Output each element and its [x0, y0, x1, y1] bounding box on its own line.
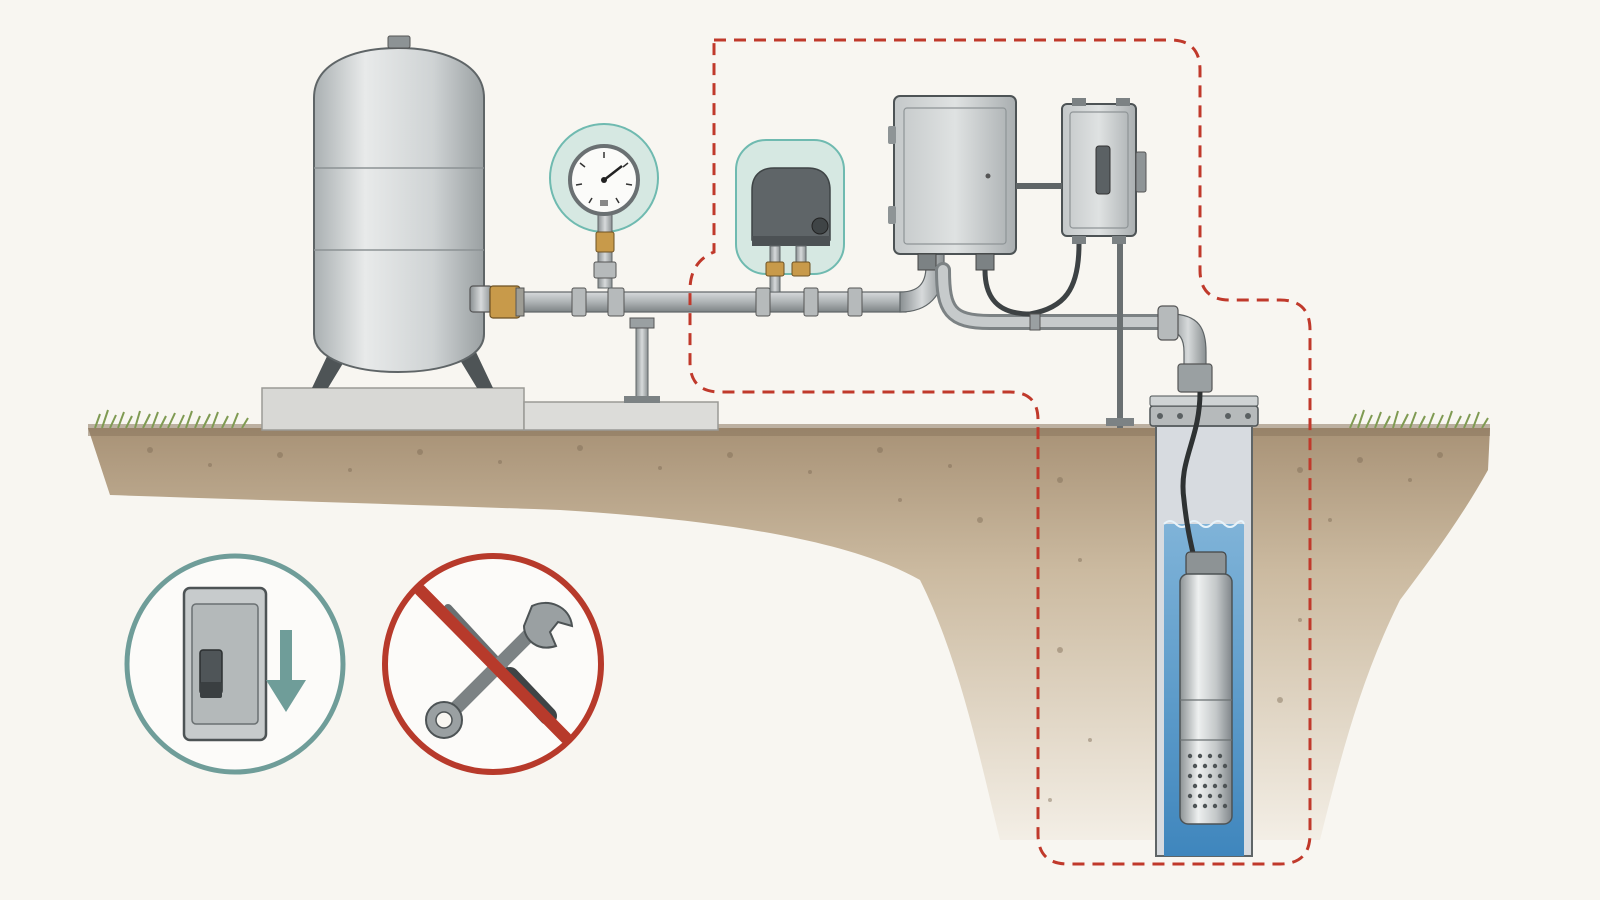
- prohibition-slash: [414, 584, 572, 744]
- soil-pebbles: [147, 445, 1443, 802]
- pressure-switch: [735, 139, 845, 293]
- pump-intake-screen: [1187, 753, 1228, 809]
- submersible-pump: [1179, 551, 1233, 825]
- pressure-tank: [312, 35, 493, 388]
- disconnect-switch: [1016, 98, 1147, 244]
- grass-left: [94, 409, 249, 429]
- control-box: [888, 95, 1017, 271]
- pipe-support: [635, 317, 649, 401]
- soil-layer: [88, 428, 1490, 840]
- main-pipe: [489, 251, 945, 403]
- arrow-down-icon: [266, 630, 306, 712]
- grass-right: [1349, 409, 1489, 429]
- gauge-needle: [603, 165, 623, 181]
- no-tools-icon: [382, 553, 604, 775]
- conduits: [935, 243, 1178, 428]
- danger-zone-outline: [688, 38, 1312, 866]
- concrete-pad: [261, 387, 719, 431]
- pressure-gauge: [549, 123, 659, 289]
- breaker-switch-off-icon: [124, 553, 346, 775]
- well-pipe: [1157, 305, 1213, 393]
- tank-valve-cap: [387, 35, 411, 49]
- tank-outlet-fitting: [469, 285, 493, 313]
- switch-housing: [751, 167, 831, 241]
- disconnect-handle: [1095, 145, 1111, 195]
- tank-body: [313, 46, 485, 374]
